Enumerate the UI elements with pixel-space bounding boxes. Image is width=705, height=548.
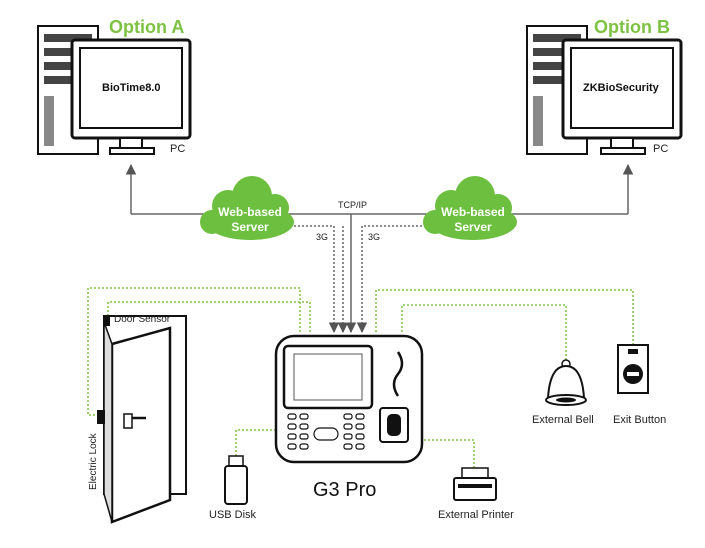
usb-disk-icon xyxy=(224,455,248,505)
software-a-label: BioTime8.0 xyxy=(102,82,161,94)
cloud-left: Web-based Server xyxy=(200,176,294,240)
option-a-label: Option A xyxy=(109,17,184,37)
cloud-right: Web-based Server xyxy=(423,176,517,240)
cloud-left-line2: Server xyxy=(231,220,269,234)
network-lines xyxy=(125,163,634,334)
option-b-label: Option B xyxy=(594,17,670,37)
exit-button-icon xyxy=(617,344,649,394)
g3-pro-terminal xyxy=(274,334,424,464)
door xyxy=(97,315,187,524)
terminal-label: G3 Pro xyxy=(313,479,376,501)
software-b-label: ZKBioSecurity xyxy=(583,82,660,94)
cloud-right-line2: Server xyxy=(454,220,492,234)
3g-right-label: 3G xyxy=(368,232,380,242)
external-bell-icon xyxy=(545,359,587,406)
pc-option-b: Option B ZKBioSecurity PC xyxy=(526,17,683,155)
pc-option-a: Option A BioTime8.0 PC xyxy=(37,17,192,155)
electric-lock-label: Electric Lock xyxy=(88,432,99,490)
exit-button-label: Exit Button xyxy=(613,414,666,426)
external-printer-icon xyxy=(453,467,497,501)
cloud-left-line1: Web-based xyxy=(218,205,282,219)
electric-lock-block xyxy=(97,410,105,424)
pc-a-label: PC xyxy=(170,143,185,155)
door-sensor-block xyxy=(104,316,110,326)
usb-disk-label: USB Disk xyxy=(209,509,257,521)
door-sensor-label: Door Sensor xyxy=(114,314,171,325)
3g-dotted-lines xyxy=(282,225,438,334)
monitor-a xyxy=(70,38,192,155)
cloud-right-line1: Web-based xyxy=(441,205,505,219)
pc-b-label: PC xyxy=(653,143,668,155)
fingerprint-reader-icon xyxy=(379,407,409,443)
3g-left-label: 3G xyxy=(316,232,328,242)
door-handle xyxy=(123,413,146,429)
external-bell-label: External Bell xyxy=(532,414,594,426)
tcpip-label: TCP/IP xyxy=(338,200,367,210)
external-printer-label: External Printer xyxy=(438,509,514,521)
device-connection-lines xyxy=(87,287,634,468)
monitor-b xyxy=(561,38,683,155)
keypad xyxy=(287,413,365,450)
